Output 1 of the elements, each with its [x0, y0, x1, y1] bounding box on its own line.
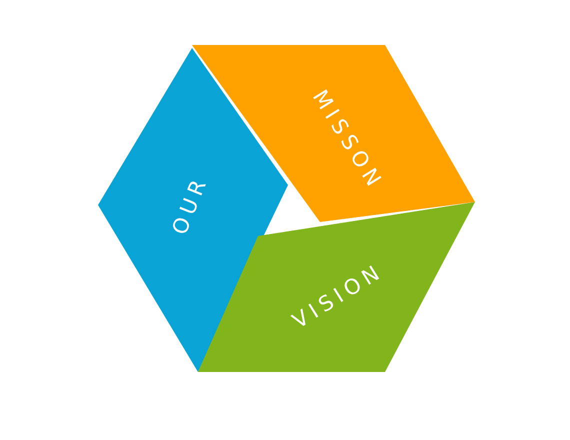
- panel-title: OUR: [167, 172, 213, 238]
